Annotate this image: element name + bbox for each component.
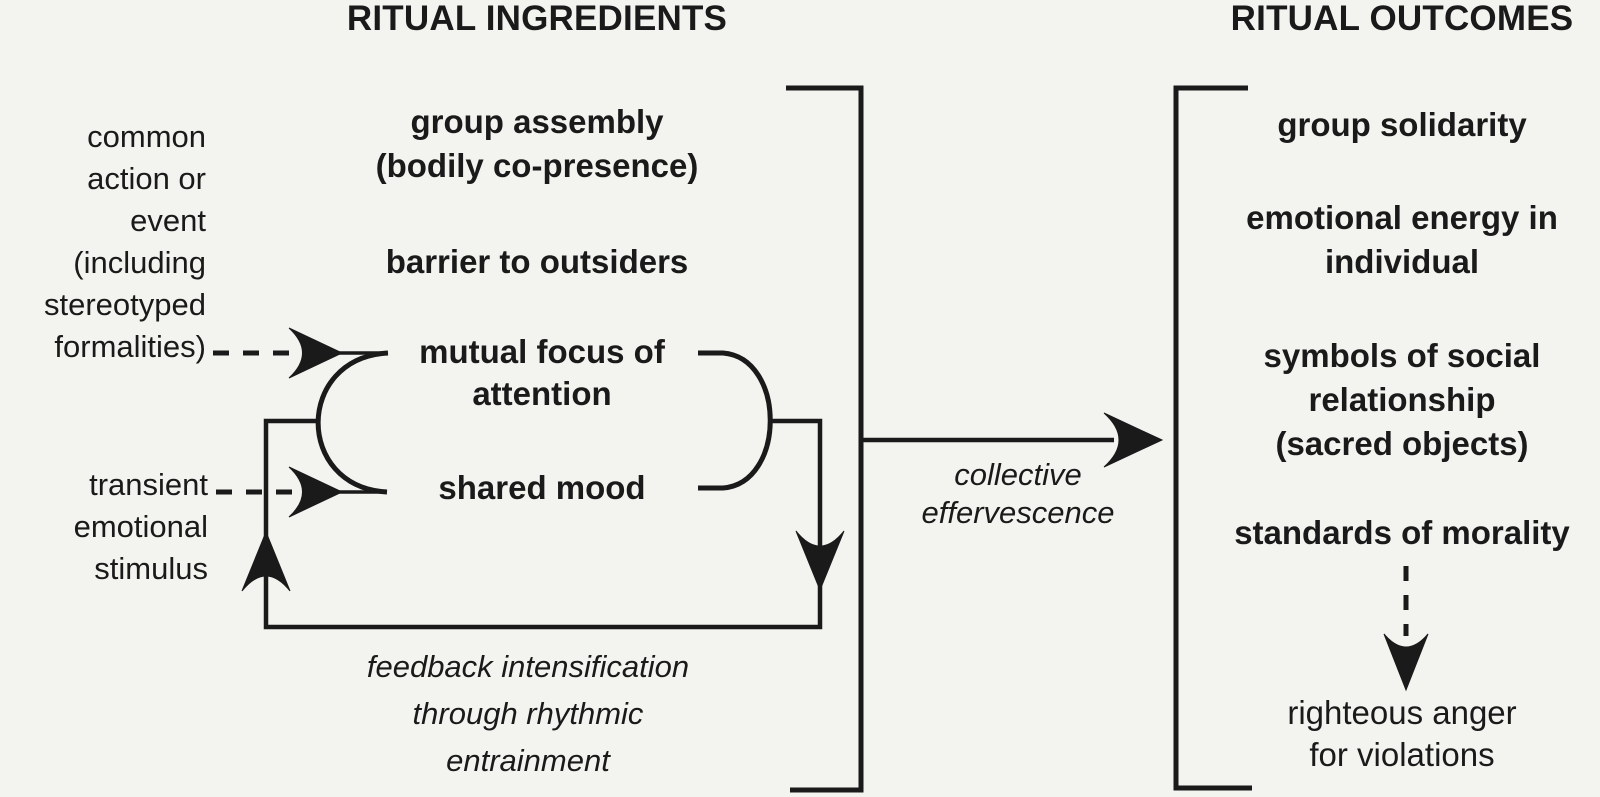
up-arrowhead-icon — [241, 530, 291, 592]
outcome-righteous-anger: righteous anger for violations — [1287, 694, 1517, 773]
feedback-loop — [241, 350, 845, 630]
transient-stimulus-arrow — [216, 466, 384, 518]
outcome-symbols: symbols of social relationship (sacred o… — [1263, 337, 1541, 462]
outcomes-bracket — [1173, 85, 1252, 791]
ingredient-barrier: barrier to outsiders — [385, 243, 689, 280]
right-arrowhead-icon — [1103, 412, 1164, 468]
ingredient-group-assembly: group assembly (bodily co-presence) — [375, 103, 699, 184]
ingredient-shared-mood: shared mood — [438, 469, 646, 506]
right-arrowhead-icon — [288, 466, 344, 518]
right-arrowhead-icon — [288, 327, 344, 379]
outcome-emotional-energy: emotional energy in individual — [1246, 199, 1558, 280]
down-arrowhead-icon — [795, 530, 845, 592]
morality-violation-arrow — [1383, 566, 1429, 692]
outcome-group-solidarity: group solidarity — [1277, 106, 1527, 143]
outcome-morality: standards of morality — [1234, 514, 1570, 551]
outcomes-title: RITUAL OUTCOMES — [1230, 0, 1574, 38]
common-action-label: common action or event (including stereo… — [44, 119, 206, 364]
ingredients-bracket — [786, 85, 864, 793]
collective-effervescence-arrow — [862, 412, 1164, 468]
feedback-label: feedback intensification through rhythmi… — [366, 649, 690, 778]
ingredients-title: RITUAL INGREDIENTS — [346, 0, 728, 38]
common-action-arrow — [213, 327, 385, 379]
collective-effervescence-label: collective effervescence — [921, 457, 1115, 530]
ingredient-mutual-focus: mutual focus of attention — [419, 333, 665, 412]
transient-stimulus-label: transient emotional stimulus — [73, 467, 208, 586]
down-arrowhead-icon — [1383, 633, 1429, 692]
